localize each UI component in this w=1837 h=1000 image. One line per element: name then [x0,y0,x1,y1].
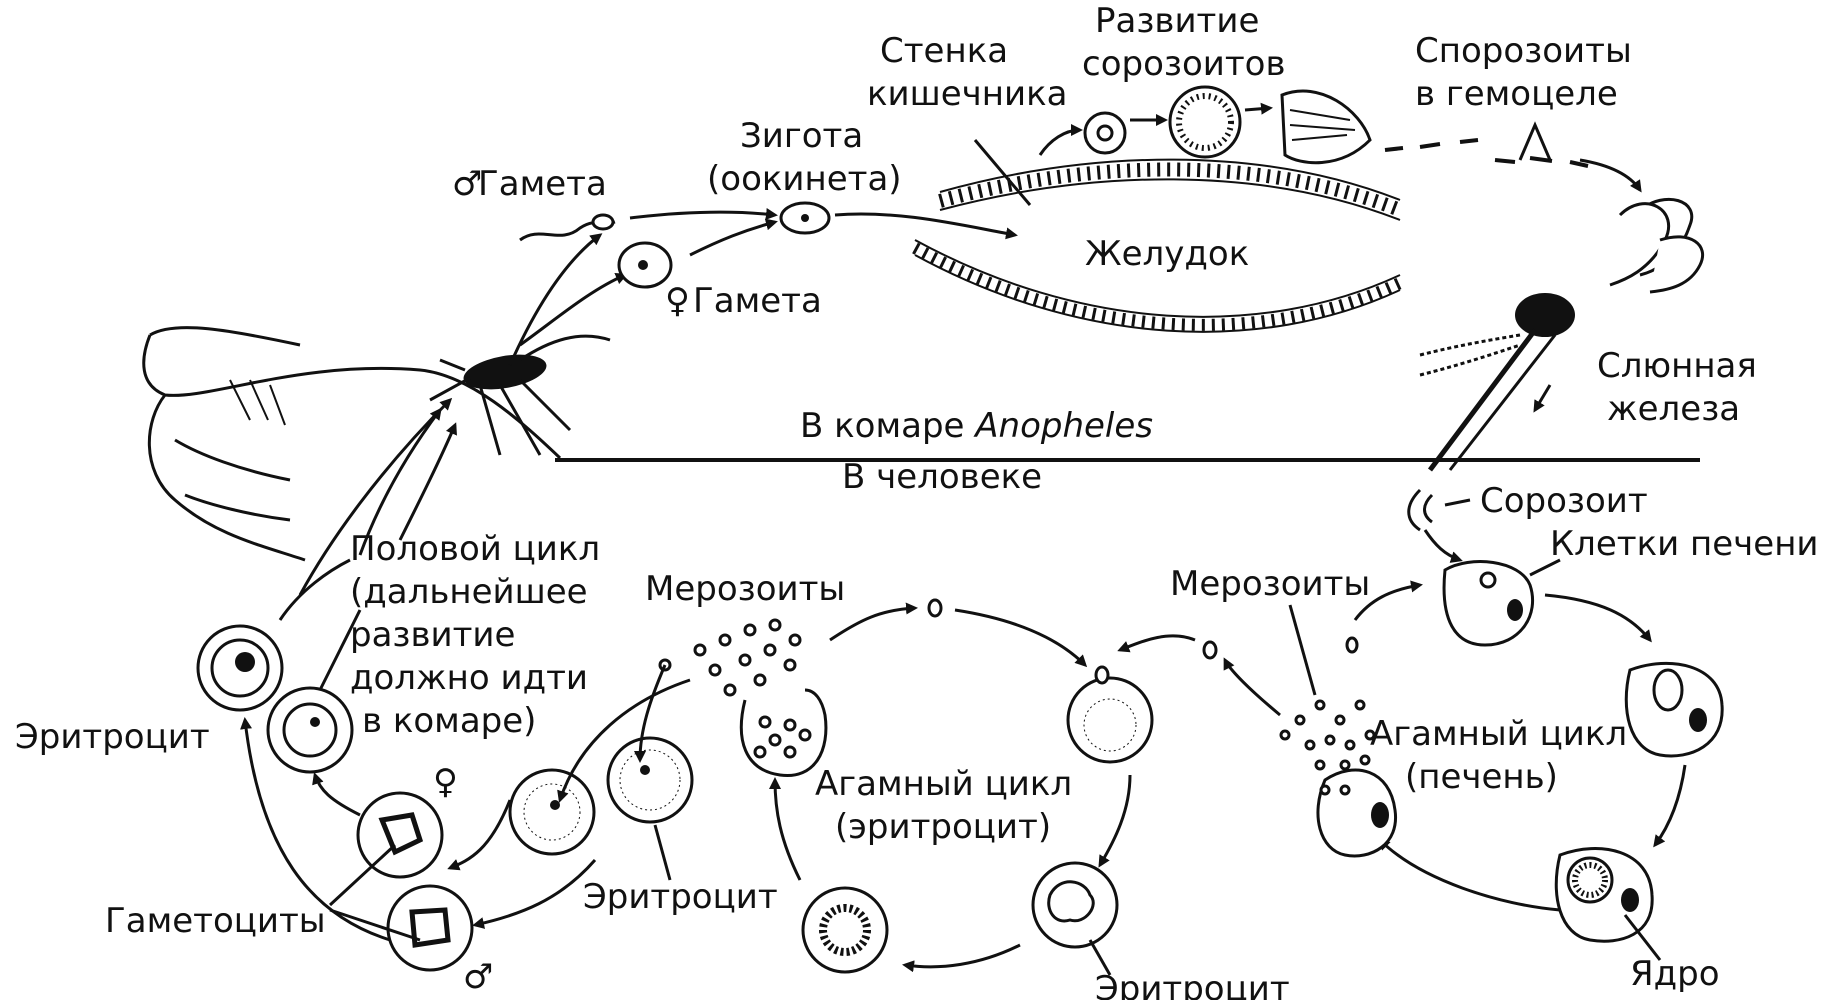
sexual-cycle-label: Половой цикл [350,529,600,569]
merozoites-right-label: Мерозоиты [1170,564,1370,604]
hemocoel-label-2: в гемоцеле [1415,74,1618,114]
gametocytes-label: Гаметоциты [105,901,326,941]
female-gamete [619,243,671,287]
sporozoite-dev-label: Развитие [1095,1,1259,41]
erythrocyte-left-label: Эритроцит [15,717,210,757]
female-symbol-gametocyte: ♀ [433,762,458,802]
stomach-label: Желудок [1085,234,1249,274]
salivary-label-2: железа [1607,389,1740,429]
liver-cell-2 [1626,663,1722,756]
sexual-cycle-label-3: развитие [350,615,515,655]
liver-cells-label: Клетки печени [1550,524,1819,564]
erythrocyte-mid-label: Эритроцит [583,877,778,917]
merozoites-mid-label: Мерозоиты [645,569,845,609]
agamic-ery-label: Агамный цикл [815,764,1072,804]
erythrocyte-sexual-2 [268,688,352,772]
liver-cell-3 [1556,848,1652,941]
gametocyte-male [388,886,472,970]
erythrocyte-ring-2 [510,770,594,854]
nucleus-label: Ядро [1630,954,1720,994]
female-symbol: ♀ [665,281,690,321]
sorozoite-label: Сорозоит [1480,481,1648,521]
zygote-label-2: (оокинета) [707,159,902,199]
sporozoite-dev-label-2: сорозоитов [1082,44,1286,84]
male-symbol-gametocyte: ♂ [463,957,493,997]
salivary-label: Слюнная [1597,346,1757,386]
agamic-ery-label-2: (эритроцит) [835,807,1051,847]
gut-wall-label: Стенка [880,31,1008,71]
agamic-liver-label: Агамный цикл [1370,714,1627,754]
sporozoites-hemocoel [1385,125,1588,166]
liver-cell-1 [1444,562,1533,645]
sexual-cycle-label-2: (дальнейшее [350,572,588,612]
zygote-ookinete [781,203,829,233]
gametocyte-female [358,793,442,877]
erythrocyte-schizont [803,888,887,972]
in-mosquito-label: В комаре Anopheles [800,406,1153,446]
in-human-label: В человеке [842,457,1042,497]
stomach-illustration [915,87,1400,332]
male-gamete-label: Гамета [478,164,607,204]
erythrocyte-infected [1068,667,1152,762]
female-gamete-label: Гамета [693,281,822,321]
liver-cell-bursting [1318,770,1396,856]
sexual-cycle-label-5: в комаре) [362,701,536,741]
zygote-label: Зигота [740,116,863,156]
sexual-cycle-label-4: должно идти [350,658,588,698]
mosquito-illustration [430,336,610,455]
erythrocyte-ameboid [1033,863,1117,947]
agamic-liver-label-2: (печень) [1405,757,1558,797]
erythrocyte-ring-1 [608,738,692,822]
gut-wall-label-2: кишечника [867,74,1067,114]
erythrocyte-bursting [741,690,826,776]
hemocoel-label: Спорозоиты [1415,31,1632,71]
sorozoite [1409,490,1432,530]
erythrocyte-sexual-1 [198,626,282,710]
erythrocyte-bottom-label: Эритроцит [1095,969,1290,1000]
salivary-gland [1420,199,1703,470]
